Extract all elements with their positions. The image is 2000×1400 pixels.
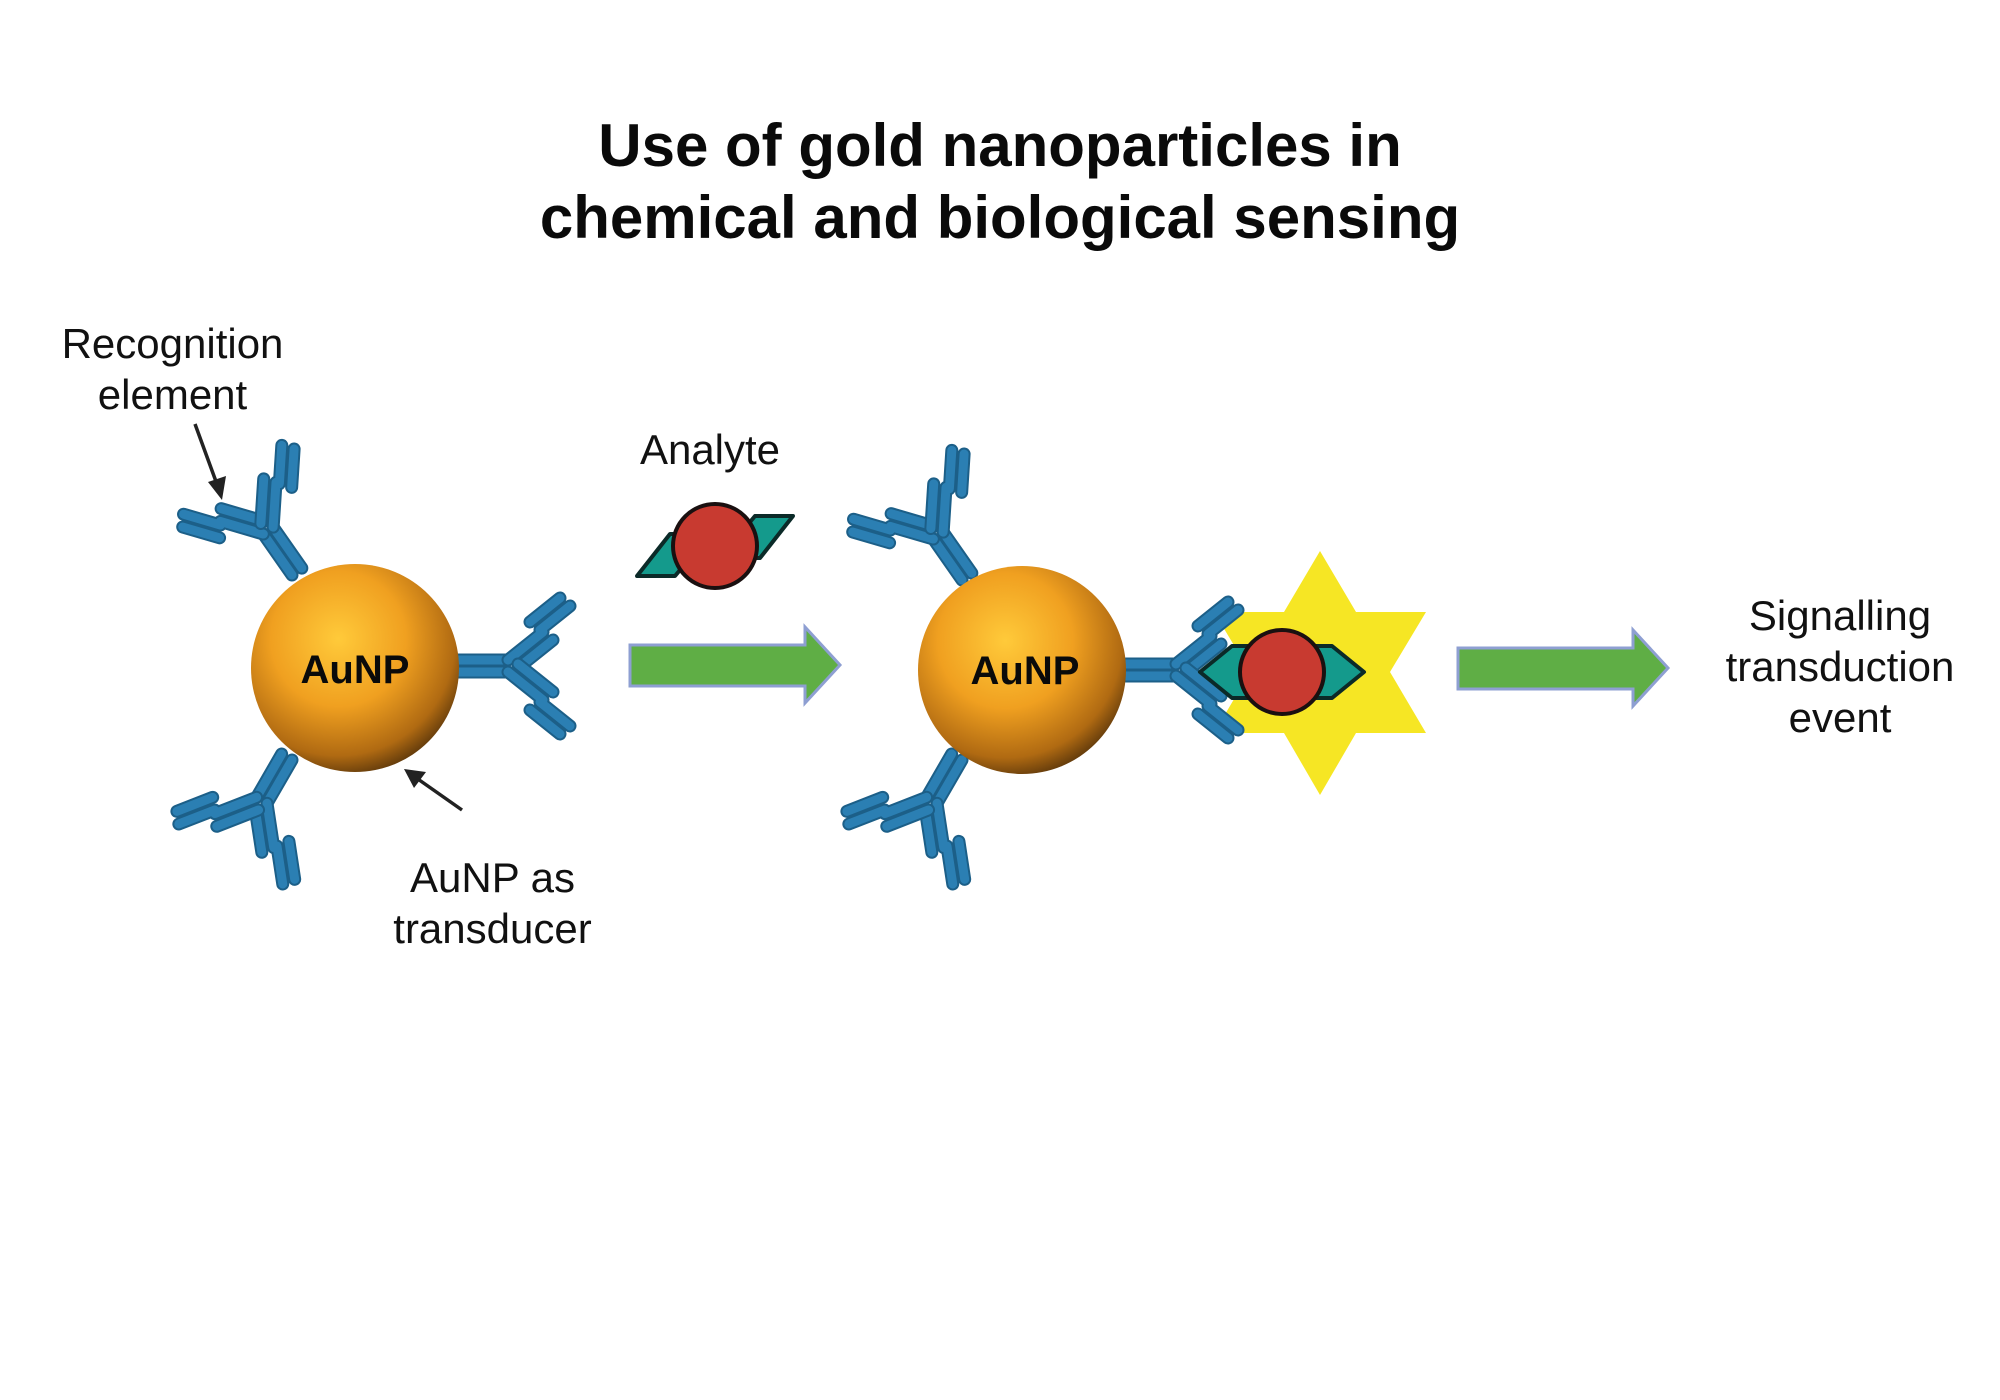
signal-label-line-3: event: [1788, 694, 1892, 741]
recognition-element-label: Recognition element: [30, 318, 315, 420]
pointer-arrow-transducer: [404, 769, 464, 812]
process-arrow-2: [1456, 626, 1671, 710]
transducer-label-line-1: AuNP as: [410, 854, 575, 901]
signal-label-line-2: transduction: [1725, 643, 1955, 690]
antibody-right: [458, 598, 570, 734]
gold-nanoparticle-right: [918, 566, 1126, 774]
recognition-label-line-2: element: [97, 371, 248, 418]
process-arrow-1: [628, 623, 843, 707]
signal-label-line-1: Signalling: [1748, 592, 1932, 639]
diagram-title: Use of gold nanoparticles in chemical an…: [0, 110, 2000, 254]
aunp-label-right: AuNP: [971, 649, 1080, 693]
analyte-bound: [1198, 628, 1366, 716]
title-line-1: Use of gold nanoparticles in: [598, 112, 1402, 179]
analyte-free: [635, 502, 795, 590]
title-line-2: chemical and biological sensing: [539, 184, 1461, 251]
aunp-transducer-label: AuNP as transducer: [360, 852, 625, 954]
pointer-arrow-recognition: [193, 423, 226, 500]
signal-transduction-label: Signalling transduction event: [1700, 590, 1980, 743]
gold-nanoparticle-left: [251, 564, 459, 772]
aunp-label-left: AuNP: [301, 648, 410, 692]
analyte-label: Analyte: [610, 424, 810, 475]
analyte-label-text: Analyte: [639, 426, 781, 473]
transducer-label-line-2: transducer: [393, 905, 592, 952]
recognition-label-line-1: Recognition: [61, 320, 284, 367]
